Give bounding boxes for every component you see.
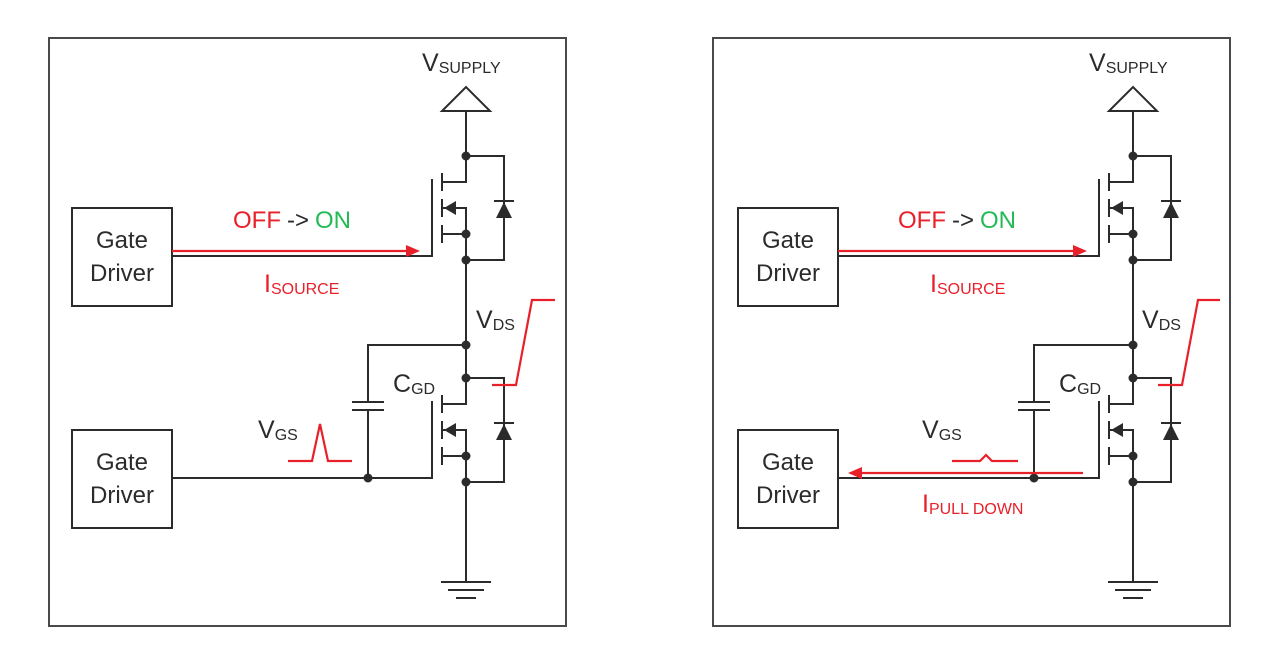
- supply-label: VSUPPLY: [422, 49, 501, 77]
- bottom-gate-driver-line2: Driver: [90, 482, 154, 509]
- top-gate-driver-line1: Gate: [762, 227, 814, 254]
- vgs-waveform: [288, 423, 352, 463]
- bottom-gate-driver: [737, 429, 839, 529]
- top-gate-driver: [71, 207, 173, 307]
- vds-label: VDS: [476, 306, 515, 334]
- bottom-gate-driver-line1: Gate: [762, 449, 814, 476]
- bottom-gate-driver-line1: Gate: [96, 449, 148, 476]
- panel-right: VSUPPLY CGD Gate Driver OFF->ON ISOURCE …: [712, 37, 1231, 627]
- cgd-label: CGD: [393, 370, 435, 398]
- supply-label: VSUPPLY: [1089, 49, 1168, 77]
- vds-waveform: [1158, 298, 1220, 387]
- vgs-waveform: [952, 453, 1018, 463]
- bottom-gate-driver: [71, 429, 173, 529]
- isource-label: ISOURCE: [264, 270, 339, 298]
- top-gate-driver: [737, 207, 839, 307]
- state-label: OFF->ON: [233, 207, 351, 234]
- vgs-label: VGS: [922, 416, 962, 444]
- bottom-gate-driver-line2: Driver: [756, 482, 820, 509]
- state-label: OFF->ON: [898, 207, 1016, 234]
- panel-left: VSUPPLY CGD Gate Driver OFF->ON: [48, 37, 567, 627]
- ipulldown-label: IPULL DOWN: [922, 490, 1023, 518]
- vds-waveform: [492, 298, 555, 387]
- isource-label: ISOURCE: [930, 270, 1005, 298]
- vds-label: VDS: [1142, 306, 1181, 334]
- vgs-label: VGS: [258, 416, 298, 444]
- top-gate-driver-line2: Driver: [756, 260, 820, 287]
- top-gate-driver-line2: Driver: [90, 260, 154, 287]
- cgd-label: CGD: [1059, 370, 1101, 398]
- top-gate-driver-line1: Gate: [96, 227, 148, 254]
